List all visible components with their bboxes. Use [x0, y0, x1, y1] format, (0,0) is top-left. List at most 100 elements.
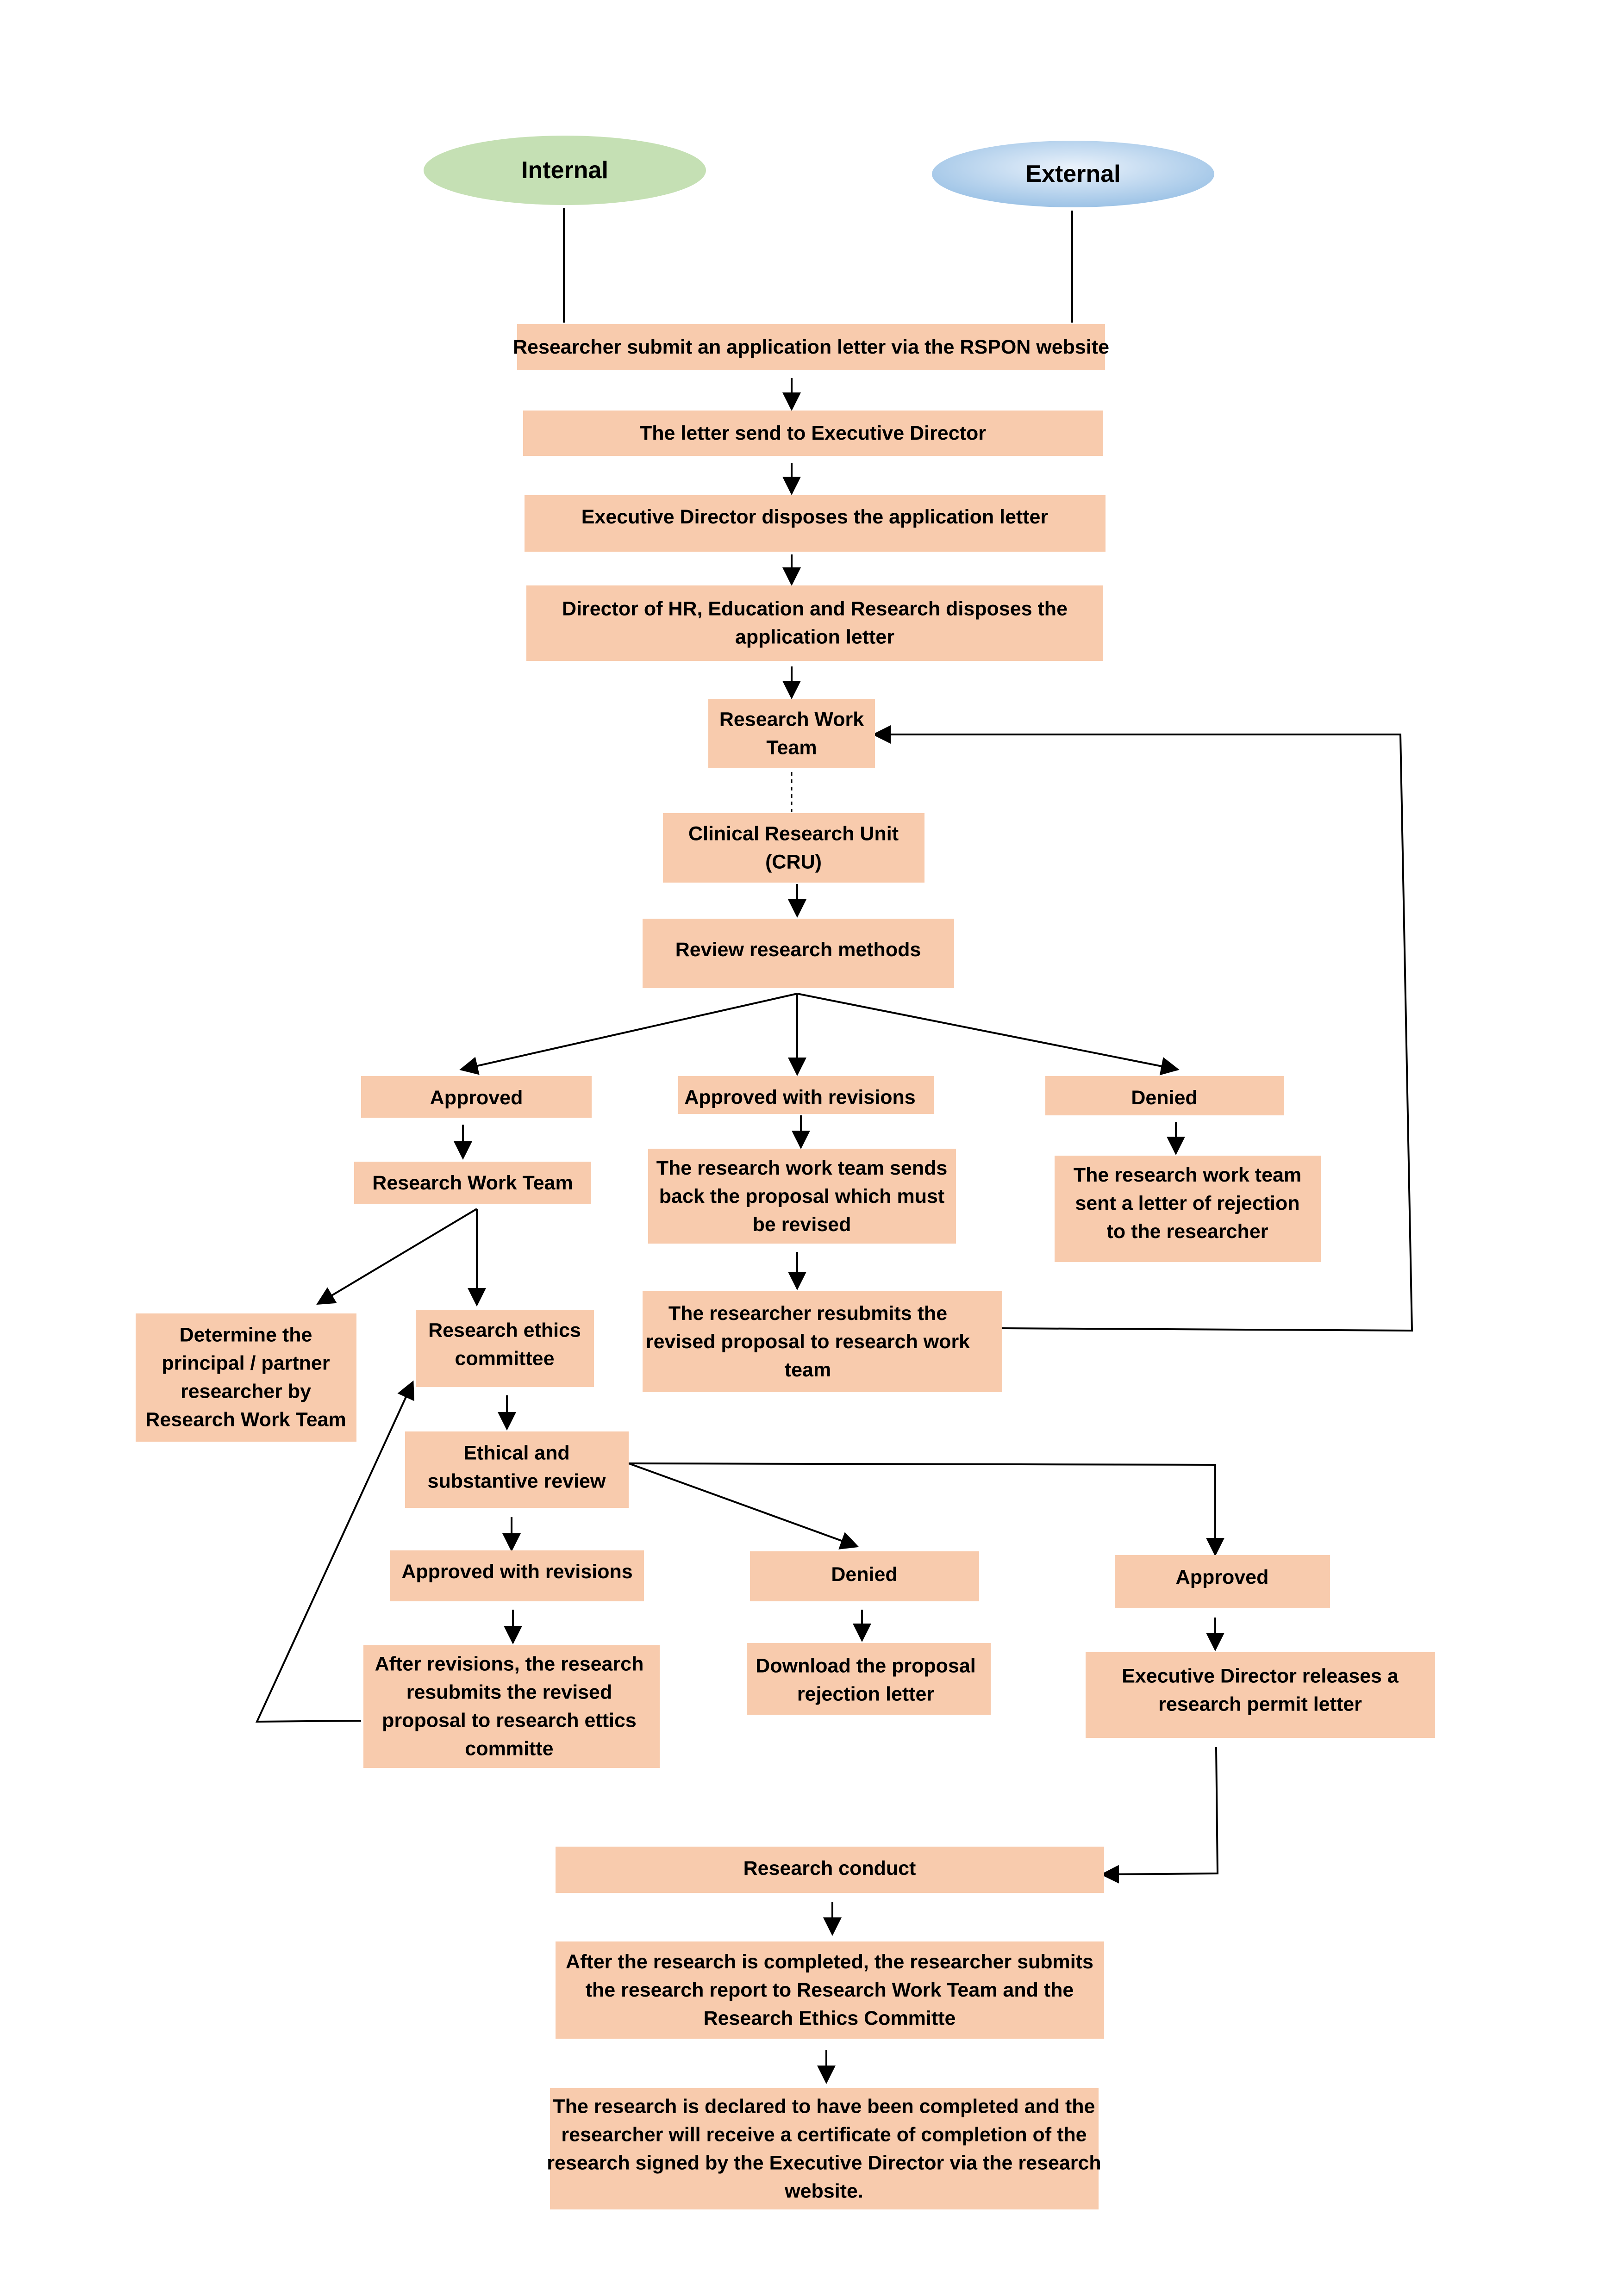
- box-awr-2-text: Approved with revisions: [401, 1561, 632, 1583]
- box-ed-disposes-text: Executive Director disposes the applicat…: [581, 506, 1049, 528]
- box-text-line: principal / partner: [162, 1352, 330, 1375]
- box-text-line: After the research is completed, the res…: [566, 1951, 1093, 1973]
- box-submit-report: After the research is completed, the res…: [556, 1941, 1104, 2039]
- box-research-conduct: Research conduct: [556, 1847, 1104, 1893]
- box-denied-1: Denied: [1045, 1076, 1284, 1115]
- box-text-line: Approved with revisions: [684, 1086, 915, 1108]
- box-text-line: Clinical Research Unit: [688, 823, 899, 845]
- box-text-line: Research conduct: [743, 1857, 916, 1879]
- box-text-line: website.: [784, 2180, 863, 2203]
- box-text-line: researcher by: [181, 1381, 311, 1403]
- box-text-line: Research Work: [719, 709, 864, 731]
- box-submit-text: Researcher submit an application letter …: [513, 336, 1109, 358]
- box-text-line: The researcher resubmits the: [668, 1302, 947, 1325]
- box-submit-application: Researcher submit an application letter …: [513, 324, 1109, 370]
- box-text-line: Director of HR, Education and Research d…: [562, 598, 1068, 620]
- arrow-rwt2-to-determine: [316, 1208, 478, 1305]
- box-research-completed: The research is declared to have been co…: [547, 2088, 1101, 2209]
- box-rwt-2-text: Research Work Team: [372, 1172, 573, 1194]
- connectors: [255, 208, 1413, 2084]
- box-text-line: The research work team: [1074, 1164, 1301, 1186]
- box-text-line: Determine the: [180, 1324, 312, 1346]
- box-text-line: Researcher submit an application letter …: [513, 336, 1109, 358]
- box-text-line: The letter send to Executive Director: [640, 422, 986, 444]
- box-text-line: Approved: [1176, 1566, 1269, 1588]
- box-text-line: committee: [455, 1348, 554, 1370]
- box-review-text: Review research methods: [675, 939, 921, 961]
- box-text-line: research permit letter: [1158, 1693, 1362, 1716]
- box-denied-2: Denied: [750, 1551, 979, 1601]
- box-download-text: Download the proposal rejection letter: [756, 1655, 975, 1705]
- box-text-line: After revisions, the research: [375, 1653, 644, 1675]
- internal-start-node: Internal: [424, 136, 706, 205]
- box-permit-letter: Executive Director releases a research pe…: [1086, 1652, 1435, 1738]
- box-text-line: to the researcher: [1107, 1220, 1268, 1243]
- internal-label: Internal: [521, 157, 608, 184]
- box-permit-text: Executive Director releases a research pe…: [1122, 1665, 1399, 1716]
- box-text-line: Research Ethics Committe: [704, 2007, 956, 2029]
- box-text-line: Executive Director disposes the applicat…: [581, 506, 1049, 528]
- box-text-line: resubmits the revised: [406, 1681, 612, 1704]
- box-text-line: sent a letter of rejection: [1075, 1192, 1299, 1214]
- box-approved-1: Approved: [361, 1076, 592, 1118]
- box-conduct-text: Research conduct: [743, 1857, 916, 1879]
- box-clinical-research-unit: Clinical Research Unit (CRU): [663, 813, 924, 883]
- box-text-line: back the proposal which must: [659, 1185, 944, 1207]
- box-text-line: Research ethics: [428, 1319, 581, 1342]
- box-rejection-letter-text: The research work team sent a letter of r…: [1074, 1164, 1301, 1243]
- loop-resubmit-to-rwt: [872, 725, 1413, 1332]
- box-executive-director-disposes: Executive Director disposes the applicat…: [525, 495, 1106, 552]
- box-resubmit-rwt-text: The researcher resubmits the revised prop…: [646, 1302, 970, 1381]
- arrow-review-to-approved: [459, 993, 798, 1075]
- box-research-ethics-committee: Research ethics committee: [416, 1310, 594, 1387]
- box-text-line: Approved with revisions: [401, 1561, 632, 1583]
- box-text-line: proposal to research ettics: [382, 1710, 637, 1732]
- box-text-line: research signed by the Executive Directo…: [547, 2152, 1101, 2174]
- box-approved-2-text: Approved: [1176, 1566, 1269, 1588]
- box-approved-1-text: Approved: [430, 1087, 523, 1109]
- box-text-line: Denied: [1131, 1087, 1197, 1109]
- box-text-line: team: [785, 1359, 831, 1381]
- box-approved-with-revisions-2: Approved with revisions: [390, 1550, 644, 1601]
- box-text-line: The research is declared to have been co…: [553, 2096, 1095, 2118]
- box-text-line: Denied: [831, 1563, 897, 1586]
- arrow-ethical-to-approved2: [628, 1462, 1224, 1556]
- box-rec-text: Research ethics committee: [428, 1319, 581, 1370]
- box-awr-1-text: Approved with revisions: [684, 1086, 915, 1108]
- box-text-line: Research Work Team: [372, 1172, 573, 1194]
- box-text-line: Download the proposal: [756, 1655, 975, 1677]
- box-approved-2: Approved: [1115, 1555, 1330, 1608]
- box-determine-researcher: Determine the principal / partner research…: [136, 1313, 356, 1442]
- external-start-node: External: [932, 141, 1214, 207]
- external-label: External: [1025, 161, 1120, 187]
- box-director-hr-disposes: Director of HR, Education and Research d…: [526, 585, 1103, 661]
- box-report-text: After the research is completed, the res…: [566, 1951, 1093, 2029]
- box-letter-send: The letter send to Executive Director: [523, 411, 1103, 456]
- loop-after-revisions-to-rec: [255, 1380, 414, 1723]
- box-text-line: revised proposal to research work: [646, 1331, 970, 1353]
- box-text-line: rejection letter: [797, 1683, 935, 1705]
- arrow-review-to-denied: [797, 993, 1180, 1076]
- box-text-line: Team: [766, 737, 817, 759]
- box-denied-2-text: Denied: [831, 1563, 897, 1586]
- box-hr-disposes-text: Director of HR, Education and Research d…: [562, 598, 1068, 648]
- box-text-line: Research Work Team: [145, 1409, 346, 1431]
- box-text-line: be revised: [753, 1213, 851, 1236]
- box-text-line: (CRU): [765, 851, 822, 873]
- box-after-revisions: After revisions, the research resubmits t…: [363, 1645, 660, 1768]
- box-text-line: Executive Director releases a: [1122, 1665, 1399, 1687]
- box-approved-with-revisions-1: Approved with revisions: [678, 1076, 934, 1114]
- box-cru-text: Clinical Research Unit (CRU): [688, 823, 899, 873]
- box-denied-1-text: Denied: [1131, 1087, 1197, 1109]
- box-text-line: the research report to Research Work Tea…: [586, 1979, 1074, 2001]
- box-resubmit-to-rwt: The researcher resubmits the revised prop…: [643, 1291, 1002, 1392]
- box-determine-text: Determine the principal / partner research…: [145, 1324, 346, 1431]
- box-text-line: committe: [465, 1738, 553, 1760]
